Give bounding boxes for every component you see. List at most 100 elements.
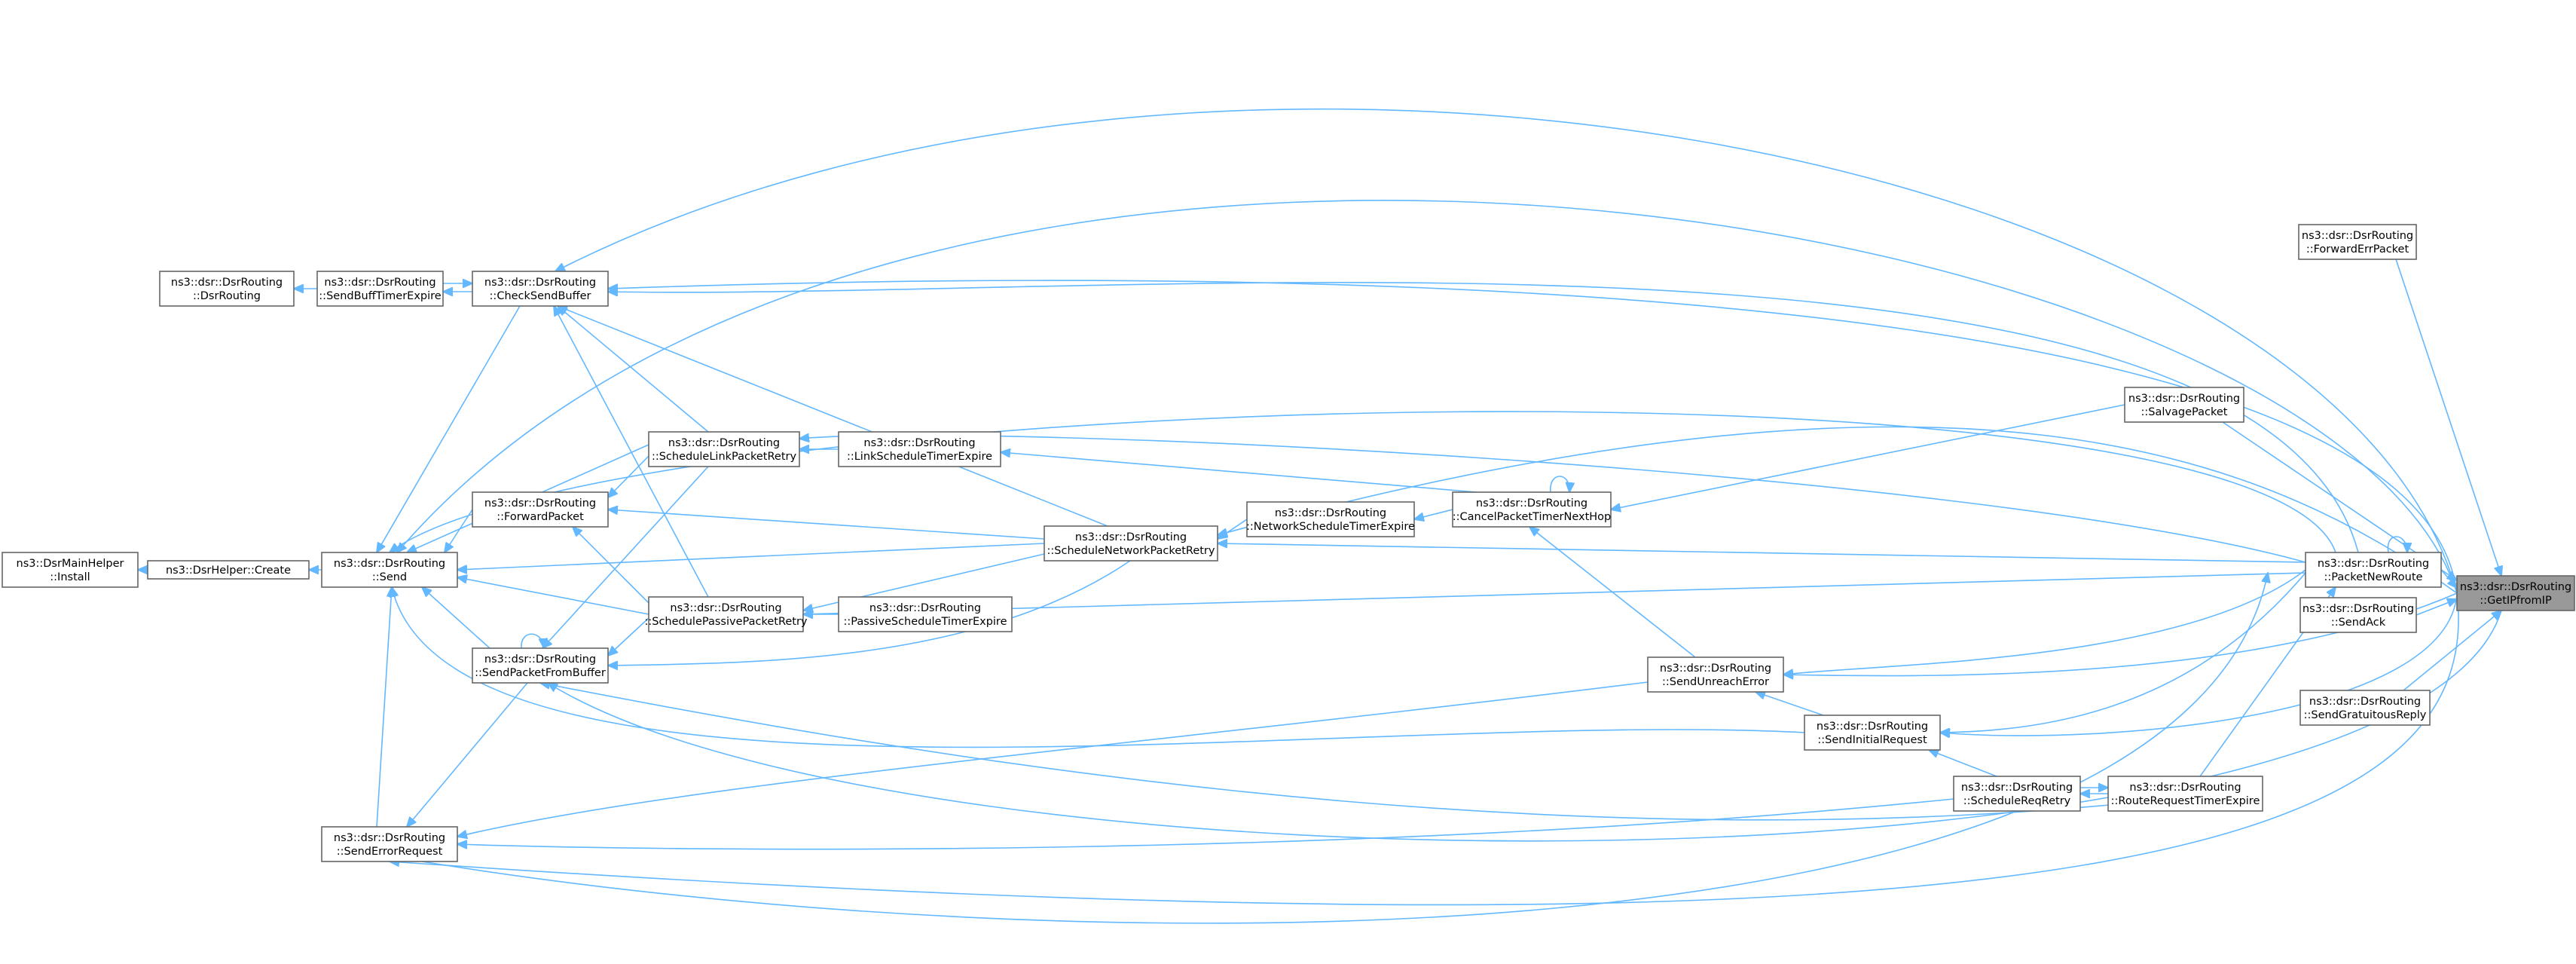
node-label-line: ::ScheduleLinkPacketRetry <box>652 451 797 463</box>
node-label-line: ns3::dsr::DsrRouting <box>484 497 596 510</box>
edge-unreach-cancel <box>1529 527 1696 658</box>
node-label-line: ::DsrRouting <box>193 290 261 302</box>
node-box <box>159 271 295 307</box>
node-box <box>321 826 458 862</box>
node-box <box>321 552 458 588</box>
node-label-line: ::Send <box>372 571 407 583</box>
graph-node-create[interactable]: ns3::DsrHelper::Create <box>147 560 310 580</box>
edge-schedulereq-senderror <box>457 798 1954 850</box>
edge-pnr-initial <box>1940 572 2306 733</box>
node-label-line: ns3::dsr::DsrRouting <box>334 558 445 570</box>
edges-layer <box>138 108 2502 924</box>
node-label-line: ::CancelPacketTimerNextHop <box>1453 511 1612 523</box>
graph-node-dsrrouting[interactable]: ns3::dsr::DsrRouting::DsrRouting <box>159 271 295 307</box>
edge-getip-network <box>1218 426 2458 594</box>
edge-getip-sendack <box>2416 599 2457 616</box>
node-label-line: ns3::dsr::DsrRouting <box>2129 782 2241 794</box>
node-label-line: ns3::dsr::DsrRouting <box>2318 558 2429 570</box>
node-label-line: ns3::dsr::DsrRouting <box>1476 497 1587 510</box>
graph-node-senderrorrequest[interactable]: ns3::dsr::DsrRouting::SendErrorRequest <box>321 826 458 862</box>
edge-routereq-spfb <box>540 683 2110 821</box>
graph-node-sendunreach[interactable]: ns3::dsr::DsrRouting::SendUnreachError <box>1647 656 1784 693</box>
node-box <box>648 596 804 632</box>
node-label-line: ::SendBuffTimerExpire <box>319 290 441 302</box>
node-label-line: ::NetworkScheduleTimerExpire <box>1246 521 1415 533</box>
edge-passive-spfb <box>608 617 649 656</box>
node-box <box>1647 656 1784 693</box>
graph-node-sendinitial[interactable]: ns3::dsr::DsrRouting::SendInitialRequest <box>1804 715 1941 751</box>
node-box <box>472 491 609 528</box>
node-label-line: ns3::dsr::DsrRouting <box>2128 393 2240 405</box>
node-label-line: ::SendInitialRequest <box>1817 734 1927 746</box>
edge-getip-check2 <box>608 280 2458 594</box>
node-label-line: ::PassiveScheduleTimerExpire <box>843 616 1007 628</box>
node-label-line: ns3::dsr::DsrRouting <box>869 602 981 614</box>
node-box <box>2107 776 2263 812</box>
edge-getip-sendpacket <box>548 610 2502 842</box>
graph-node-sendbufftimer[interactable]: ns3::dsr::DsrRouting::SendBuffTimerExpir… <box>316 271 444 307</box>
edge-pnr-passive <box>803 572 2306 614</box>
graph-node-sendpacketfrombuffer[interactable]: ns3::dsr::DsrRouting::SendPacketFromBuff… <box>472 647 609 684</box>
node-label-line: ::GetIPfromIP <box>2480 595 2552 607</box>
node-label-line: ns3::dsr::DsrRouting <box>171 277 283 289</box>
edge-schednet-send <box>457 543 1045 570</box>
node-label-line: ns3::dsr::DsrRouting <box>1961 782 2073 794</box>
edge-getip-initial <box>1940 592 2458 736</box>
graph-node-networktimer[interactable]: ns3::dsr::DsrRouting::NetworkScheduleTim… <box>1246 501 1415 537</box>
edge-forward-send <box>445 509 473 552</box>
node-label-line: ::RouteRequestTimerExpire <box>2111 795 2260 807</box>
graph-node-linktimer[interactable]: ns3::dsr::DsrRouting::LinkScheduleTimerE… <box>838 431 1001 467</box>
node-label-line: ::SchedulePassivePacketRetry <box>644 616 807 628</box>
graph-node-schedulepassive[interactable]: ns3::dsr::DsrRouting::SchedulePassivePac… <box>644 596 808 632</box>
graph-node-salvage[interactable]: ns3::dsr::DsrRouting::SalvagePacket <box>2124 387 2244 423</box>
node-label-line: ::ForwardPacket <box>497 511 584 523</box>
node-box <box>2124 387 2244 423</box>
node-box <box>2299 690 2431 726</box>
node-label-line: ::SendErrorRequest <box>337 846 443 858</box>
node-box <box>1452 491 1612 528</box>
graph-node-passivetimer[interactable]: ns3::dsr::DsrRouting::PassiveScheduleTim… <box>838 596 1013 632</box>
edge-network-schednet <box>1218 519 1248 539</box>
node-label-line: ns3::dsr::DsrRouting <box>863 437 975 449</box>
node-box <box>2299 597 2417 633</box>
node-label-line: ::SendPacketFromBuffer <box>475 667 606 679</box>
edge-schednet-check <box>558 306 1108 527</box>
node-label-line: ns3::DsrMainHelper <box>17 558 124 570</box>
graph-node-forwardpacket[interactable]: ns3::dsr::DsrRouting::ForwardPacket <box>472 491 609 528</box>
graph-node-checksendbuffer[interactable]: ns3::dsr::DsrRouting::CheckSendBuffer <box>472 271 609 307</box>
graph-node-schedulelink[interactable]: ns3::dsr::DsrRouting::ScheduleLinkPacket… <box>648 431 800 467</box>
edge-pnr-self <box>2387 536 2407 552</box>
edge-getip-check <box>555 108 2458 594</box>
graph-node-sendgratuitous[interactable]: ns3::dsr::DsrRouting::SendGratuitousRepl… <box>2299 690 2431 726</box>
graph-node-install[interactable]: ns3::DsrMainHelper::Install <box>2 552 139 588</box>
graph-node-routerequesttimer[interactable]: ns3::dsr::DsrRouting::RouteRequestTimerE… <box>2107 776 2263 812</box>
nodes-layer: ns3::DsrMainHelper::Install ns3::DsrHelpe… <box>2 224 2575 862</box>
graph-node-packetnewroute[interactable]: ns3::dsr::DsrRouting::PacketNewRoute <box>2305 552 2442 588</box>
edge-passive-check <box>554 306 709 598</box>
node-label-line: ns3::dsr::DsrRouting <box>324 277 435 289</box>
node-label-line: ns3::dsr::DsrRouting <box>2303 603 2414 615</box>
node-label-line: ns3::dsr::DsrRouting <box>1075 531 1187 543</box>
graph-node-send[interactable]: ns3::dsr::DsrRouting::Send <box>321 552 458 588</box>
edge-unreach-senderror <box>457 681 1649 837</box>
graph-node-getip[interactable]: ns3::dsr::DsrRouting::GetIPfromIP <box>2456 575 2575 611</box>
graph-node-forwarderr[interactable]: ns3::dsr::DsrRouting::ForwardErrPacket <box>2298 224 2417 260</box>
node-label-line: ::Install <box>50 571 90 583</box>
edge-cancel-self <box>1550 476 1569 492</box>
node-label-line: ns3::dsr::DsrRouting <box>334 832 445 844</box>
edge-spfb-self <box>521 633 544 648</box>
graph-node-schedulereq[interactable]: ns3::dsr::DsrRouting::ScheduleReqRetry <box>1953 776 2081 812</box>
node-box <box>472 271 609 307</box>
graph-node-schedulenetwork[interactable]: ns3::dsr::DsrRouting::ScheduleNetworkPac… <box>1044 525 1218 562</box>
graph-node-cancelpacket[interactable]: ns3::dsr::DsrRouting::CancelPacketTimerN… <box>1452 491 1612 528</box>
node-label-line: ns3::dsr::DsrRouting <box>1275 507 1386 519</box>
node-label-line: ns3::DsrHelper::Create <box>166 565 291 577</box>
graph-node-sendack[interactable]: ns3::dsr::DsrRouting::SendAck <box>2299 597 2417 633</box>
node-label-line: ::SalvagePacket <box>2141 406 2228 418</box>
node-box <box>648 431 800 467</box>
edge-schednet-forward <box>608 510 1045 540</box>
node-label-line: ns3::dsr::DsrRouting <box>2460 581 2571 593</box>
node-label-line: ::SendGratuitousReply <box>2304 709 2427 721</box>
node-label-line: ns3::dsr::DsrRouting <box>484 277 596 289</box>
node-box <box>2298 224 2417 260</box>
